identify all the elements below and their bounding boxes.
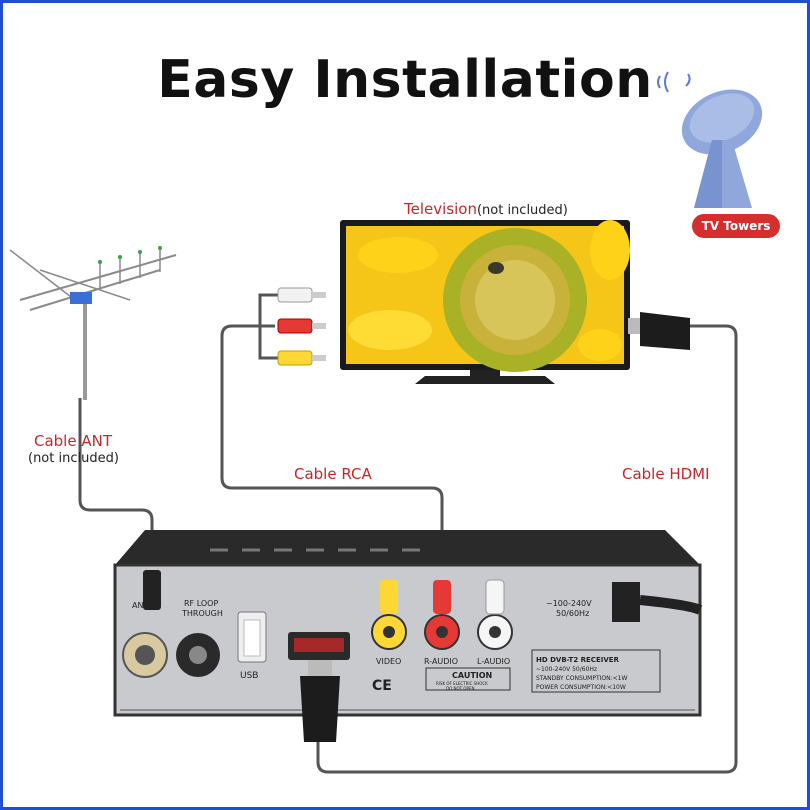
cable-ant-label: Cable ANT <box>34 432 112 450</box>
rf-loop-label: RF LOOP <box>184 599 218 608</box>
caution-label: CAUTION <box>452 671 492 680</box>
r-audio-port <box>424 580 460 650</box>
usb-port <box>237 611 267 663</box>
hdmi-port <box>288 632 350 660</box>
rf-loop-port <box>176 633 220 677</box>
hdmi-plug-receiver <box>300 660 340 742</box>
spec-title: HD DVB-T2 RECEIVER <box>536 656 620 664</box>
ant-cable-connector <box>143 570 161 610</box>
caution-sub2: DO NOT OPEN <box>446 686 474 691</box>
ce-mark: CE <box>372 678 392 694</box>
television <box>340 220 630 384</box>
television-label: Television <box>404 200 477 218</box>
tv-towers-badge: TV Towers <box>692 214 780 238</box>
hdmi-plug-tv <box>628 312 690 350</box>
television-note: (not included) <box>476 203 568 218</box>
cable-ant <box>78 398 154 575</box>
rca-plug-yellow <box>277 350 326 366</box>
video-port <box>371 580 407 650</box>
rca-plug-white <box>277 287 326 303</box>
usb-label: USB <box>240 671 258 681</box>
voltage-label: ~100-240V <box>546 599 592 608</box>
ant-in-label: ANT IN <box>132 601 159 610</box>
ant-in-port <box>122 632 168 678</box>
r-audio-label: R-AUDIO <box>424 657 458 666</box>
freq-label: 50/60Hz <box>556 609 589 618</box>
l-audio-port <box>477 579 513 650</box>
cable-rca-label: Cable RCA <box>294 465 372 483</box>
tv-tower-icon <box>657 71 763 208</box>
spec-power: POWER CONSUMPTION:<10W <box>536 684 626 691</box>
spec-standby: STANDBY CONSUMPTION:<1W <box>536 675 627 682</box>
cable-hdmi-label: Cable HDMI <box>622 465 710 483</box>
power-cord <box>612 582 703 622</box>
rca-plug-red <box>277 318 326 334</box>
video-label: VIDEO <box>376 657 401 666</box>
spec-voltage: ~100-240V 50/60Hz <box>536 666 597 673</box>
cable-ant-note: (not included) <box>28 451 119 466</box>
antenna-icon <box>9 246 177 400</box>
rf-through-label: THROUGH <box>181 609 223 618</box>
television-caption: Television(not included) <box>404 200 568 218</box>
caution-sub1: RISK OF ELECTRIC SHOCK <box>436 681 488 686</box>
cable-hdmi <box>316 324 738 774</box>
spec-label-box <box>425 649 661 693</box>
page-title: Easy Installation <box>157 50 653 110</box>
l-audio-label: L-AUDIO <box>477 657 510 666</box>
cable-rca <box>220 293 444 600</box>
